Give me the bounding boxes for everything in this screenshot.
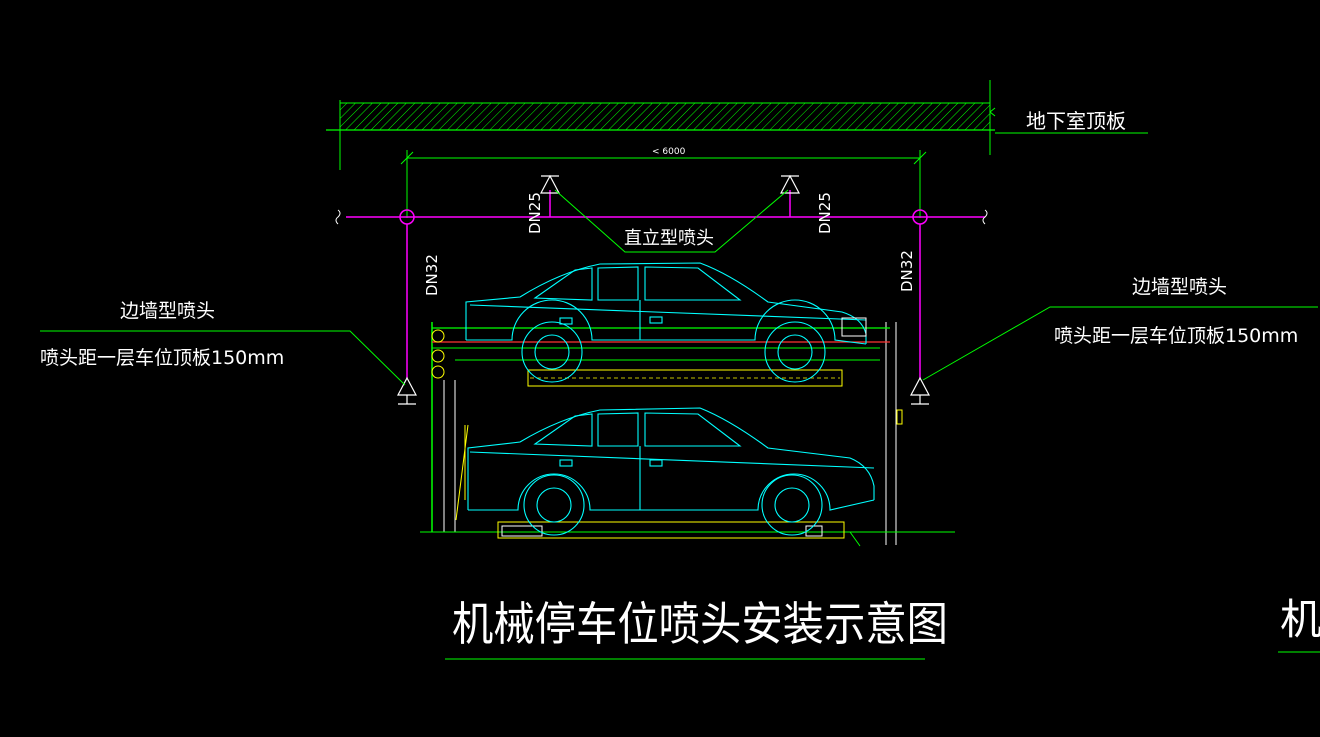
drawing-title: 机械停车位喷头安装示意图 — [452, 597, 948, 651]
branch-pipe — [335, 190, 988, 378]
upright-sprinkler-icon — [780, 174, 800, 194]
upright-sprinkler-icon — [540, 174, 560, 194]
ceiling-label: 地下室顶板 — [1026, 109, 1126, 133]
basement-ceiling-slab — [326, 80, 1148, 170]
sidewall-left-note: 喷头距一层车位顶板150mm — [40, 347, 284, 369]
upper-car-bumper — [841, 317, 867, 337]
upper-car — [465, 262, 867, 383]
upright-sprinkler-label: 直立型喷头 — [624, 228, 714, 249]
next-drawing-title-fragment: 机 — [1280, 595, 1320, 644]
dimension-text: < 6000 — [652, 147, 686, 157]
sidewall-right-note: 喷头距一层车位顶板150mm — [1054, 325, 1298, 347]
sidewall-sprinkler-icon — [910, 376, 930, 405]
sidewall-right-leader — [922, 306, 1318, 381]
sidewall-left-leader — [40, 330, 406, 386]
pipe-size-dn32-right: DN32 — [898, 250, 916, 292]
pipe-size-dn25-left: DN25 — [526, 192, 544, 234]
pipe-size-dn32-left: DN32 — [423, 254, 441, 296]
sidewall-sprinkler-icon — [397, 376, 417, 405]
dimension-line — [400, 150, 927, 218]
sidewall-right-title: 边墙型喷头 — [1132, 276, 1227, 298]
parking-frame — [420, 322, 955, 547]
pipe-size-dn25-right: DN25 — [816, 192, 834, 234]
sidewall-left-title: 边墙型喷头 — [120, 300, 215, 322]
upright-sprinkler-leader — [554, 189, 789, 253]
lower-car — [467, 407, 875, 536]
